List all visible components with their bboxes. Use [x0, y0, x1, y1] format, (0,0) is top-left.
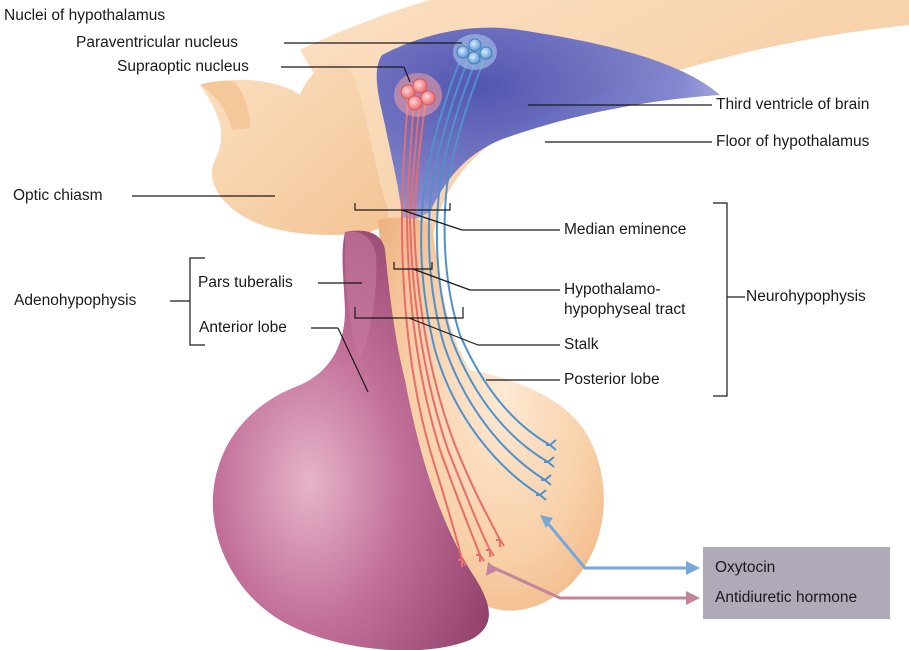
label-adenohypophysis: Adenohypophysis — [14, 292, 136, 310]
paraventricular-nucleus-cells — [453, 34, 497, 70]
label-floor-of-hypothalamus: Floor of hypothalamus — [716, 133, 869, 151]
label-optic-chiasm: Optic chiasm — [13, 187, 103, 205]
label-pars-tuberalis: Pars tuberalis — [198, 274, 293, 292]
label-paraventricular-nucleus: Paraventricular nucleus — [76, 34, 238, 52]
label-supraoptic-nucleus: Supraoptic nucleus — [117, 58, 249, 76]
label-third-ventricle: Third ventricle of brain — [716, 96, 869, 114]
label-hypothalamo-line2: hypophyseal tract — [564, 301, 686, 319]
label-anterior-lobe: Anterior lobe — [199, 319, 287, 337]
label-posterior-lobe: Posterior lobe — [564, 371, 660, 389]
supraoptic-nucleus-cells — [394, 73, 442, 117]
label-oxytocin: Oxytocin — [715, 559, 775, 577]
label-hypothalamo-line1: Hypothalamo- — [564, 281, 661, 299]
label-antidiuretic-hormone: Antidiuretic hormone — [715, 589, 857, 607]
label-median-eminence: Median eminence — [564, 221, 686, 239]
label-nuclei-of-hypothalamus: Nuclei of hypothalamus — [4, 7, 165, 25]
oxytocin-arrowhead — [686, 561, 700, 575]
label-stalk: Stalk — [564, 336, 598, 354]
adh-arrowhead — [686, 591, 700, 605]
label-neurohypophysis: Neurohypophysis — [746, 288, 866, 306]
hormone-box — [703, 547, 890, 619]
